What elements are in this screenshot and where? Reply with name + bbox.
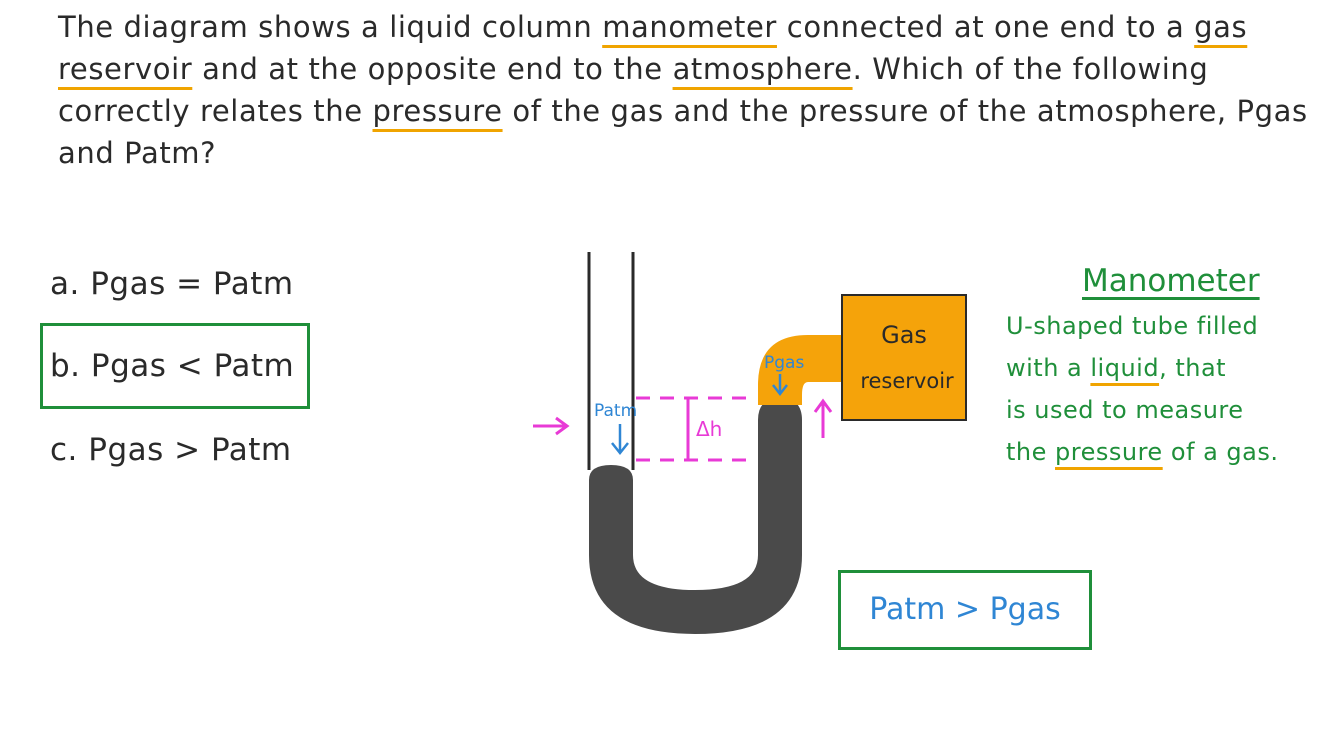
patm-label: Patm bbox=[594, 401, 637, 421]
option-b[interactable]: b. Pgas < Patm bbox=[50, 348, 295, 384]
delta-h-label: Δh bbox=[696, 417, 722, 441]
question-part: The diagram shows a liquid column bbox=[58, 10, 603, 44]
gas-reservoir bbox=[841, 294, 967, 421]
question-part: connected at one end to a bbox=[776, 10, 1195, 44]
reservoir-label-line1: Gas bbox=[881, 321, 927, 349]
definition-line-4: the pressure of a gas. bbox=[1006, 438, 1279, 466]
answer-box: Patm > Pgas bbox=[838, 570, 1092, 650]
keyword-manometer: manometer bbox=[602, 10, 777, 44]
option-c[interactable]: c. Pgas > Patm bbox=[50, 432, 292, 468]
keyword-liquid: liquid bbox=[1090, 354, 1160, 382]
question-part: of the gas and the pressure of the atmos… bbox=[58, 94, 1308, 170]
option-a[interactable]: a. Pgas = Patm bbox=[50, 266, 294, 302]
keyword-pressure-definition: pressure bbox=[1055, 438, 1163, 466]
definition-title: Manometer bbox=[1082, 263, 1260, 299]
question-part: . Which of the following correctly relat… bbox=[58, 52, 1209, 128]
selected-option-box bbox=[40, 323, 310, 409]
liquid-column bbox=[589, 398, 802, 634]
question-text: The diagram shows a liquid column manome… bbox=[58, 6, 1338, 174]
pgas-label: Pgas bbox=[764, 353, 804, 373]
reservoir-label-line2: reservoir bbox=[860, 369, 954, 393]
keyword-atmosphere: atmosphere bbox=[672, 52, 853, 86]
definition-line-2: with a liquid, that bbox=[1006, 354, 1227, 382]
keyword-pressure: pressure bbox=[372, 94, 503, 128]
definition-line-3: is used to measure bbox=[1006, 396, 1244, 424]
definition-line-1: U-shaped tube filled bbox=[1006, 312, 1259, 340]
keyword-gas-reservoir: gas reservoir bbox=[58, 10, 1248, 86]
question-part: and at the opposite end to the bbox=[192, 52, 673, 86]
